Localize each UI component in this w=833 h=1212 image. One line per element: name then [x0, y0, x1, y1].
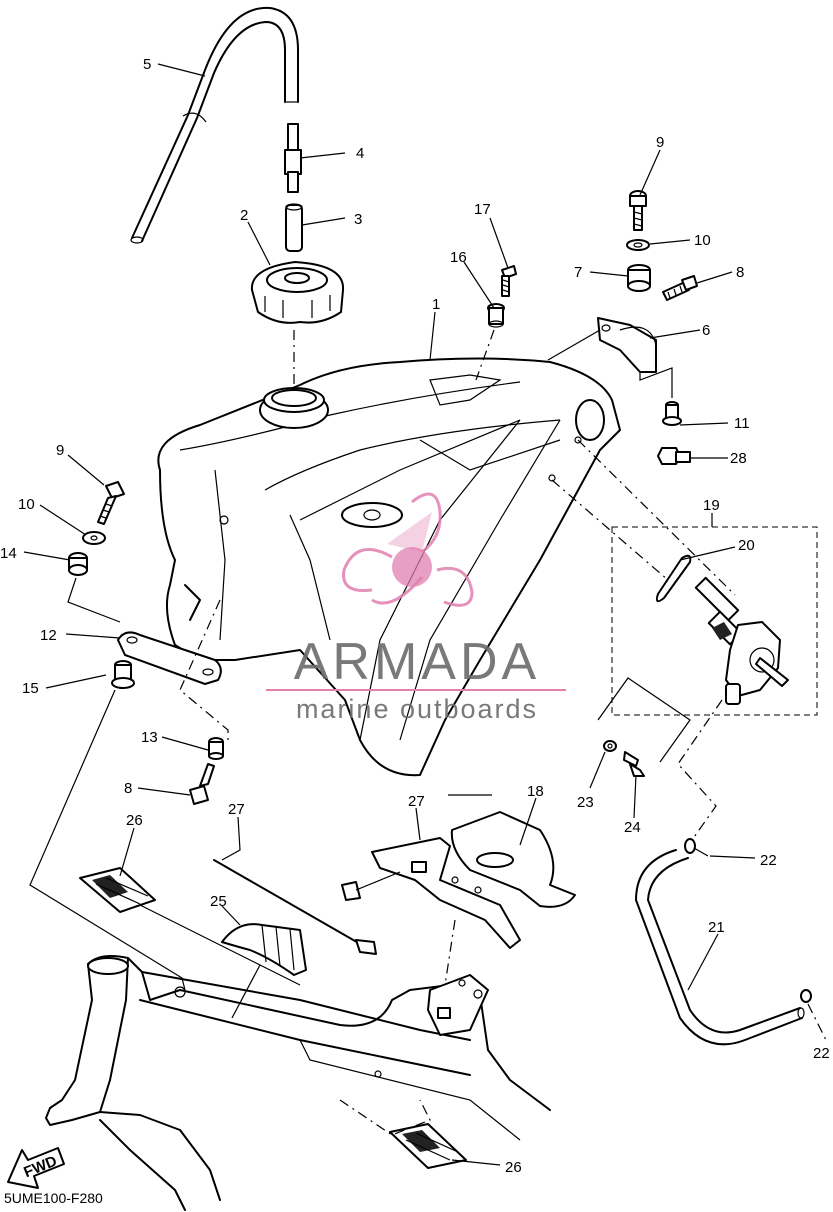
part-5-breather-hose: [130, 6, 299, 244]
part-19-fuel-cock: [694, 576, 789, 705]
callout-11: 11: [734, 415, 750, 432]
callout-3: 3: [354, 211, 362, 228]
callout-4: 4: [356, 145, 364, 162]
frame-leader-d: [444, 919, 456, 986]
part-15-collar: [111, 660, 135, 689]
frame-leader-e: [339, 1099, 431, 1136]
callout-10-left: 10: [18, 496, 35, 513]
frame-leader-c: [231, 964, 261, 1019]
callout-2: 2: [240, 207, 248, 224]
callout-26-upper: 26: [126, 812, 143, 829]
part-27-cable-tie: [213, 859, 377, 955]
collar-leader: [475, 329, 495, 381]
part-22-clip-upper: [684, 838, 709, 857]
part-28-bolt: [657, 447, 691, 465]
part-11-collar: [662, 401, 682, 426]
callout-18: 18: [527, 783, 544, 800]
callout-9-right: 9: [656, 134, 664, 151]
callout-8-left: 8: [124, 780, 132, 797]
part-7-grommet: [627, 264, 651, 292]
frame-leader-a: [29, 689, 186, 991]
part-22-clip-lower: [800, 989, 812, 1003]
cock-leader-b: [577, 439, 736, 596]
cock-leader-a: [551, 479, 669, 581]
callout-9-left: 9: [56, 442, 64, 459]
callout-17: 17: [474, 201, 491, 218]
part-13-collar: [208, 737, 224, 760]
part-17-screw: [501, 265, 517, 297]
callout-22-upper: 22: [760, 852, 777, 869]
bracket-leader: [639, 367, 673, 398]
callout-8-right: 8: [736, 264, 744, 281]
part-9-bolt-right: [629, 190, 647, 231]
callout-27-right: 27: [408, 793, 425, 810]
callout-13: 13: [141, 729, 158, 746]
callout-leaders: [23, 63, 756, 1166]
part-10-washer-left: [82, 531, 106, 545]
callout-15: 15: [22, 680, 39, 697]
group-19-box: [611, 526, 818, 716]
fwd-arrow-icon: FWD: [7, 1147, 65, 1189]
drawing-code-label: 5UME100-F280: [4, 1190, 103, 1206]
part-6-bracket: [597, 317, 657, 373]
callout-6: 6: [702, 322, 710, 339]
part-21-fuel-hose: [635, 849, 805, 1046]
part-4-joint: [284, 123, 302, 193]
cock-leader-c: [597, 677, 691, 763]
callout-14: 14: [0, 545, 17, 562]
part-14-grommet: [68, 552, 88, 576]
callout-27-left: 27: [228, 801, 245, 818]
callout-23: 23: [577, 794, 594, 811]
callout-numbers: 5 4 3 2 1 16 17 9 10 7 8 6 11 28 19 20 9…: [0, 56, 830, 1176]
frame: [45, 955, 551, 1211]
callout-28: 28: [730, 450, 747, 467]
callout-22-lower: 22: [813, 1045, 830, 1062]
part-12-bracket: [117, 631, 222, 685]
part-20-oring: [655, 554, 692, 603]
callout-24: 24: [624, 819, 641, 836]
part-24-screw: [623, 751, 645, 777]
grommet-leader: [67, 577, 121, 623]
callout-16: 16: [450, 249, 467, 266]
callout-7: 7: [574, 264, 582, 281]
part-9-bolt-left: [97, 481, 125, 525]
callout-12: 12: [40, 627, 57, 644]
callout-5: 5: [143, 56, 151, 73]
callout-21: 21: [708, 919, 725, 936]
callout-20: 20: [738, 537, 755, 554]
part-1-fuel-tank: [157, 357, 621, 777]
part-8-bolt-right: [662, 275, 698, 301]
part-8-bolt-left: [189, 763, 215, 805]
part-26-band-upper: [79, 867, 156, 913]
callout-10-right: 10: [694, 232, 711, 249]
part-3-hose: [285, 203, 303, 252]
frame-leader-b: [139, 904, 301, 986]
part-18-heat-protector: [341, 811, 576, 949]
callout-19: 19: [703, 497, 720, 514]
part-25-protector: [221, 923, 307, 976]
part-16-collar: [487, 303, 505, 328]
part-26-band-lower: [389, 1123, 467, 1169]
callout-26-lower: 26: [505, 1159, 522, 1176]
bracket-left-leader: [179, 599, 229, 740]
clip-lower-leader: [807, 1003, 827, 1041]
hose-leader: [677, 699, 723, 841]
callout-25: 25: [210, 893, 227, 910]
part-23-washer: [603, 740, 617, 752]
callout-1: 1: [432, 296, 440, 313]
part-10-washer-right: [626, 239, 650, 251]
part-2-fuel-cap: [250, 261, 345, 324]
